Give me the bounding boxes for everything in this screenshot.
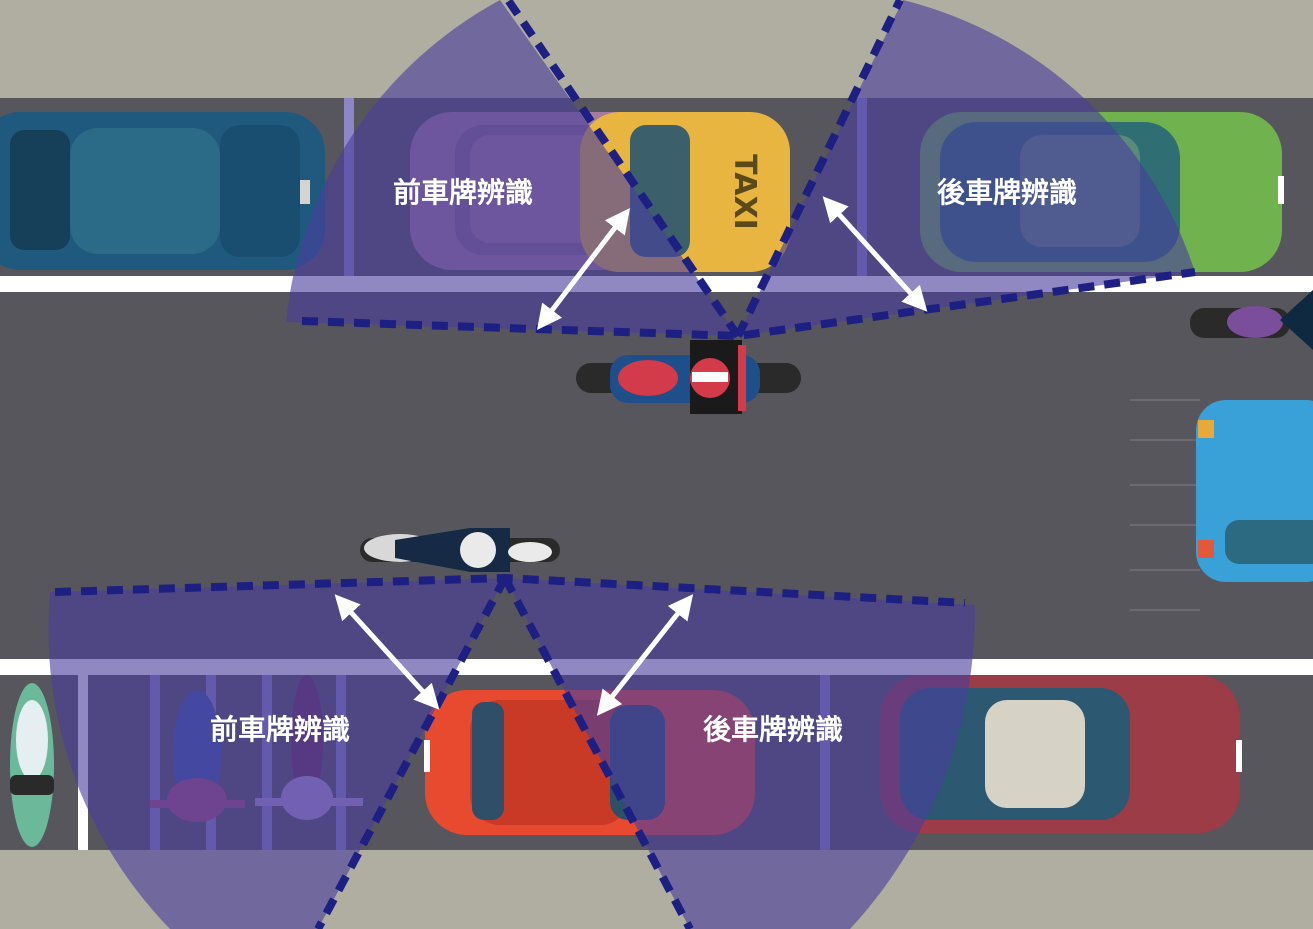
label-top-front: 前車牌辨識	[393, 176, 533, 209]
motorcycle-rider-icon-center	[576, 340, 801, 414]
label-top-rear: 後車牌辨識	[937, 176, 1077, 209]
sidewalk-top	[0, 0, 1313, 98]
motorcycle-rider-icon-lower	[360, 528, 560, 572]
scooter-icon-bottom-left	[10, 683, 54, 847]
road-markings-right	[1130, 399, 1200, 611]
label-bottom-front: 前車牌辨識	[210, 713, 350, 746]
zone-boundaries-bottom	[54, 573, 966, 929]
taxi-label: TAXI	[727, 154, 762, 230]
bus-icon	[1196, 400, 1313, 582]
motorcycle-icon-right	[1190, 290, 1313, 350]
arrow-top-rear	[822, 196, 928, 312]
label-bottom-rear: 後車牌辨識	[703, 713, 843, 746]
arrow-bottom-front	[334, 594, 440, 710]
car-icon-top-left	[0, 112, 325, 270]
zone-boundaries-top	[301, 0, 1196, 341]
arrow-top-front	[536, 208, 631, 330]
double-arrow-icons	[334, 196, 928, 716]
arrow-bottom-rear	[596, 594, 694, 716]
